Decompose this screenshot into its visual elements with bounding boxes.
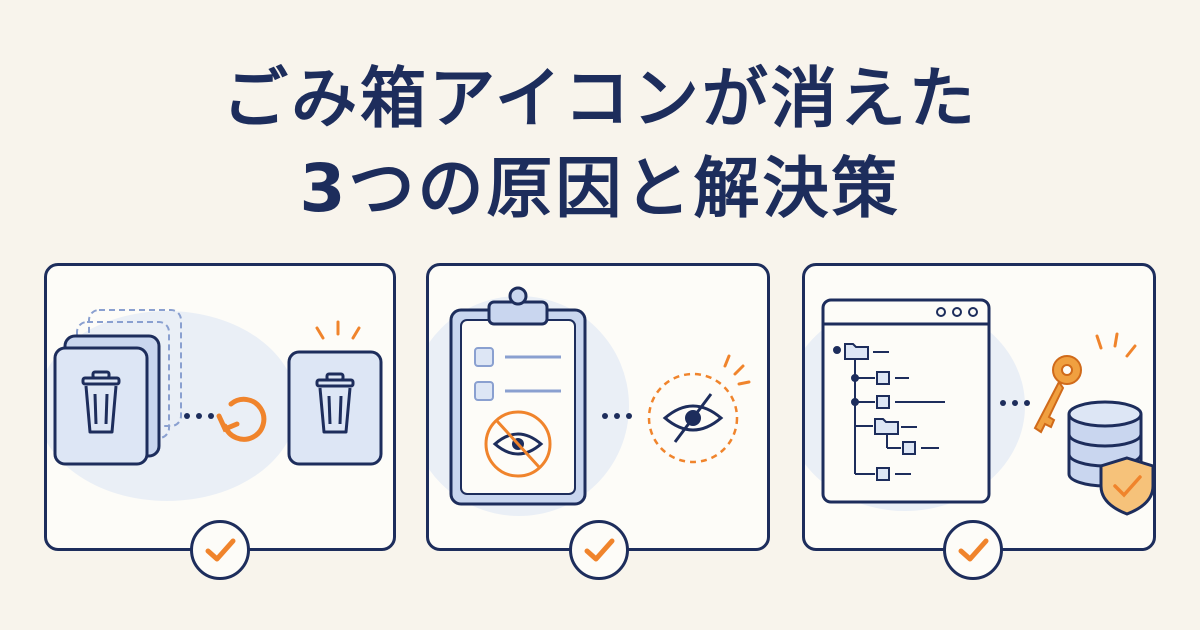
check-icon	[958, 538, 989, 562]
hidden-eye-icon	[484, 410, 552, 478]
connector-dots	[1000, 400, 1030, 406]
card-hidden-setting[interactable]	[426, 263, 770, 551]
connector-dots	[184, 413, 214, 419]
trash-can-icon	[53, 346, 149, 466]
checkmark-badge-1	[190, 520, 250, 580]
check-icon	[584, 538, 615, 562]
page-title-line-2: 3つの原因と解決策	[299, 150, 901, 227]
key-icon	[1033, 355, 1082, 434]
highlight-rays	[723, 354, 751, 386]
restore-arrow-icon	[216, 396, 267, 442]
checkmark-badge-3	[943, 520, 1003, 580]
check-icon	[205, 538, 236, 562]
highlight-rays	[315, 320, 361, 340]
trash-can-icon	[287, 350, 383, 466]
card-2-illustration	[429, 286, 751, 516]
folder-tree-window-icon	[821, 298, 991, 504]
connector-dots	[602, 413, 632, 419]
page-title-line-1: ごみ箱アイコンが消えた	[222, 60, 978, 137]
card-1-illustration	[47, 309, 383, 501]
clipboard-icon	[449, 286, 587, 506]
shield-check-icon	[1099, 456, 1155, 516]
highlight-rays	[1095, 332, 1137, 358]
card-registry-repair[interactable]	[802, 263, 1156, 551]
card-3-illustration	[805, 298, 1155, 516]
checkmark-badge-2	[569, 520, 629, 580]
card-restore-trash[interactable]	[44, 263, 396, 551]
hidden-eye-icon	[647, 372, 739, 464]
